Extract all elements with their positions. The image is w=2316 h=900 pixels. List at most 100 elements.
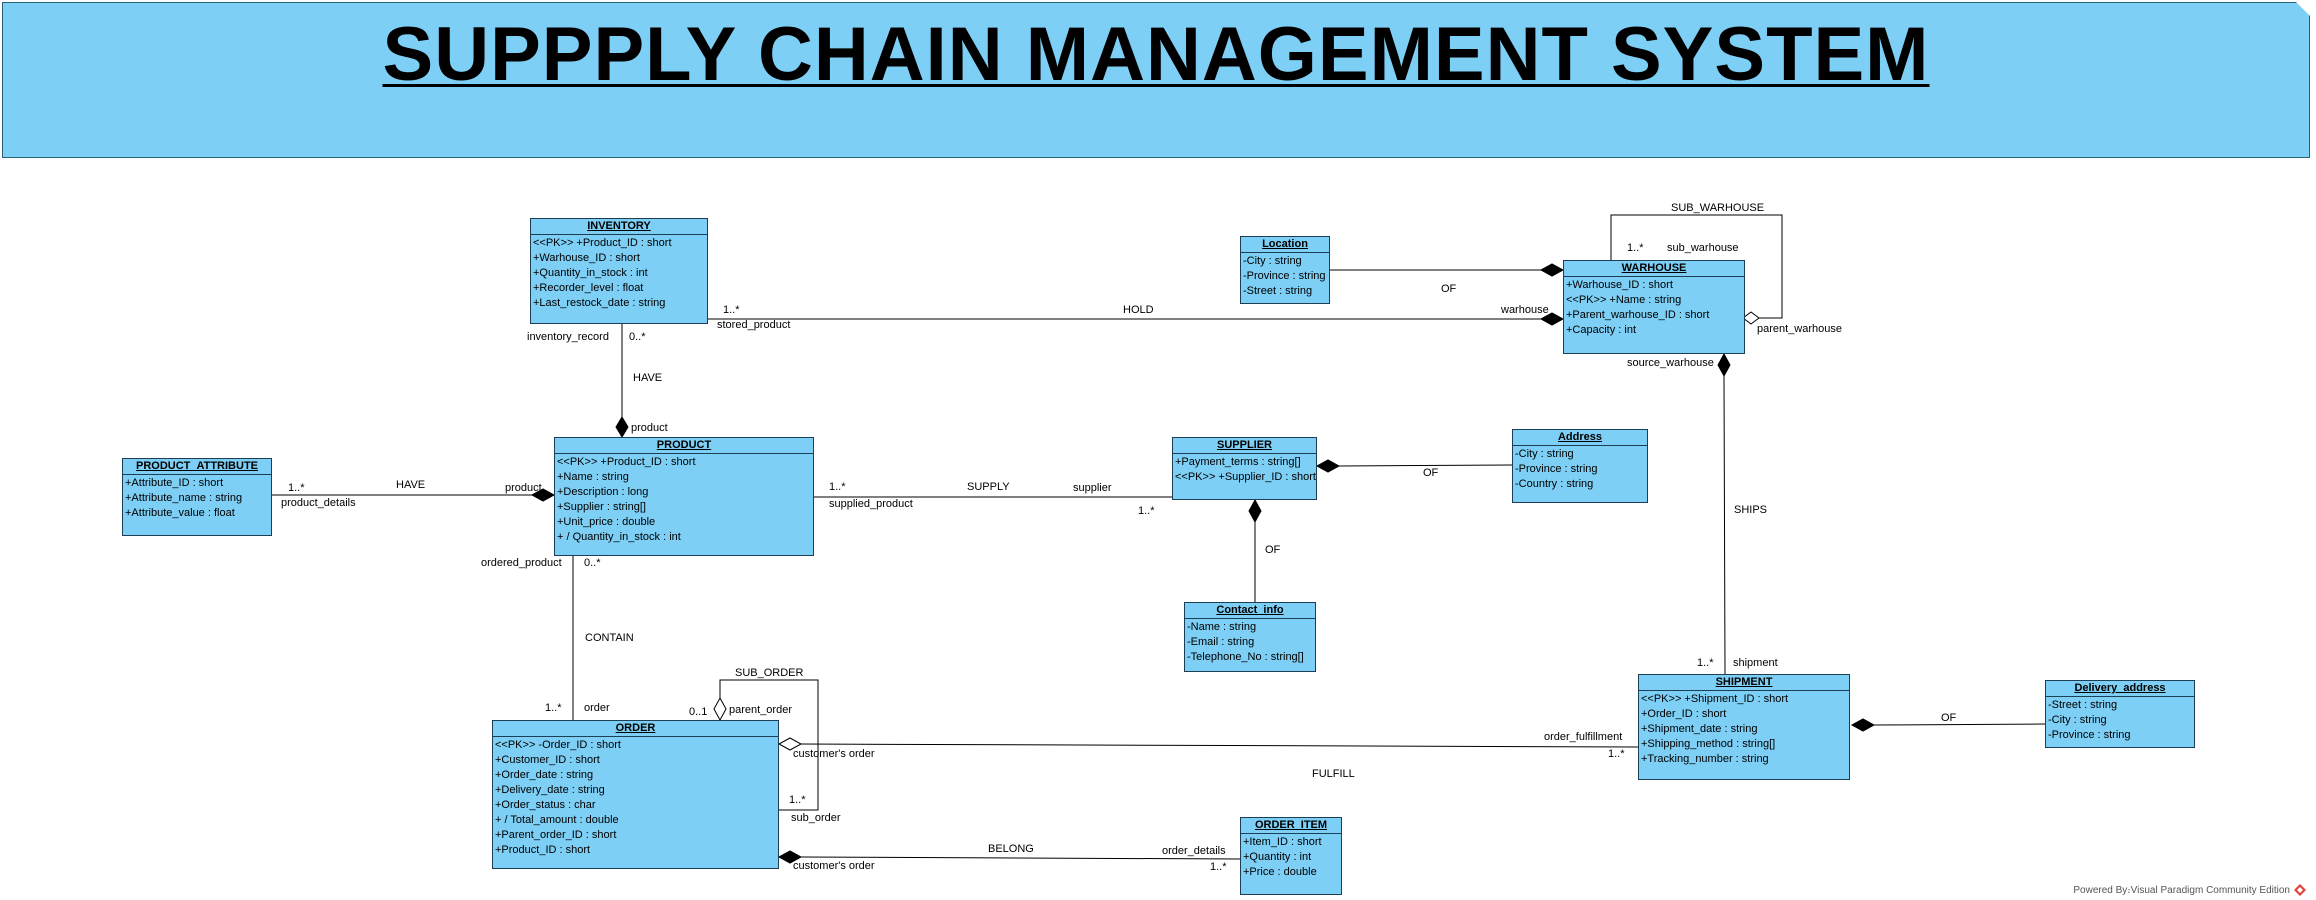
class-name: SHIPMENT	[1639, 675, 1849, 691]
class-name: WARHOUSE	[1564, 261, 1744, 277]
class-address[interactable]: Address -City : string -Province : strin…	[1512, 429, 1648, 503]
class-attribute: +Delivery_date : string	[495, 784, 605, 796]
contain-multiplicity: 0..*	[584, 557, 601, 569]
class-name: Address	[1513, 430, 1647, 446]
class-name: ORDER_ITEM	[1241, 818, 1341, 834]
class-attribute: <<PK>> +Product_ID : short	[533, 237, 672, 249]
ships-link[interactable]	[1723, 375, 1726, 675]
class-attribute: +Unit_price : double	[557, 516, 656, 528]
have-composition-diamond	[615, 416, 629, 438]
note-fold	[2296, 2, 2310, 16]
class-attribute: +Description : long	[557, 486, 649, 498]
class-attribute: <<PK>> -Order_ID : short	[495, 739, 621, 751]
class-warhouse[interactable]: WARHOUSE +Warhouse_ID : short <<PK>> +Na…	[1563, 260, 1745, 354]
class-attribute: +Order_date : string	[495, 769, 594, 781]
class-inventory[interactable]: INVENTORY <<PK>> +Product_ID : short +Wa…	[530, 218, 708, 324]
class-attribute: +Shipment_date : string	[1641, 723, 1758, 735]
supply-assoc-label: SUPPLY	[967, 481, 1010, 493]
class-shipment[interactable]: SHIPMENT <<PK>> +Shipment_ID : short +Or…	[1638, 674, 1850, 780]
fulfill-aggregation-diamond	[777, 737, 803, 751]
ships-composition-diamond	[1717, 352, 1731, 378]
class-product[interactable]: PRODUCT <<PK>> +Product_ID : short +Name…	[554, 437, 814, 556]
sub-warhouse-link[interactable]	[1610, 214, 1783, 319]
class-name: INVENTORY	[531, 219, 707, 235]
order-details-role-label: order_details	[1162, 845, 1226, 857]
class-attribute: -Province : string	[1515, 463, 1598, 475]
class-attribute: -Province : string	[2048, 729, 2131, 741]
class-order-item[interactable]: ORDER_ITEM +Item_ID : short +Quantity : …	[1240, 817, 1342, 895]
class-supplier[interactable]: SUPPLIER +Payment_terms : string[] <<PK>…	[1172, 437, 1317, 500]
class-attribute: +Last_restock_date : string	[533, 297, 666, 309]
product-attribute-multiplicity: 1..*	[288, 482, 305, 494]
class-attribute: +Parent_warhouse_ID : short	[1566, 309, 1710, 321]
delivery-shipment-link[interactable]	[1873, 723, 2046, 726]
class-attribute: -Telephone_No : string[]	[1187, 651, 1304, 663]
class-attribute: +Attribute_ID : short	[125, 477, 224, 489]
of-location-label: OF	[1441, 283, 1457, 295]
fulfill-multiplicity: 1..*	[1608, 748, 1625, 760]
class-attribute: +Order_ID : short	[1641, 708, 1727, 720]
class-attribute: -City : string	[2048, 714, 2107, 726]
class-order[interactable]: ORDER <<PK>> -Order_ID : short +Customer…	[492, 720, 779, 869]
class-name: Delivery_address	[2046, 681, 2194, 697]
fulfill-link[interactable]	[800, 743, 1639, 748]
supply-multiplicity: 1..*	[829, 481, 846, 493]
class-attribute: +Attribute_name : string	[125, 492, 243, 504]
class-attribute: -City : string	[1515, 448, 1574, 460]
sub-order-multiplicity: 1..*	[789, 794, 806, 806]
customers-order-role-label: customer's order	[793, 748, 875, 760]
class-attribute: +Customer_ID : short	[495, 754, 600, 766]
hold-multiplicity: 1..*	[723, 304, 740, 316]
class-attribute: -Street : string	[1243, 285, 1313, 297]
source-warhouse-role-label: source_warhouse	[1627, 357, 1714, 369]
supplied-product-role-label: supplied_product	[829, 498, 913, 510]
class-name: SUPPLIER	[1173, 438, 1316, 454]
have-assoc-label: HAVE	[633, 372, 663, 384]
customers-order-role-label-2: customer's order	[793, 860, 875, 872]
of-contact-label: OF	[1265, 544, 1281, 556]
address-composition-diamond	[1315, 459, 1341, 473]
class-attribute: +Quantity_in_stock : int	[533, 267, 648, 279]
class-attribute: + / Quantity_in_stock : int	[557, 531, 681, 543]
ships-assoc-label: SHIPS	[1734, 504, 1768, 516]
supplier-role-label: supplier	[1073, 482, 1112, 494]
have-multiplicity: 0..*	[629, 331, 646, 343]
parent-order-aggregation-diamond	[713, 696, 727, 722]
parent-warhouse-aggregation-diamond	[1742, 311, 1760, 325]
sub-order-assoc-label: SUB_ORDER	[735, 667, 804, 679]
class-attribute: -Province : string	[1243, 270, 1326, 282]
class-product-attribute[interactable]: PRODUCT_ATTRIBUTE +Attribute_ID : short …	[122, 458, 272, 536]
class-attribute: +Payment_terms : string[]	[1175, 456, 1301, 468]
ordered-product-role-label: ordered_product	[481, 557, 562, 569]
diagram-title-text: SUPPPLY CHAIN MANAGEMENT SYSTEM	[382, 12, 1930, 97]
class-attribute: -Country : string	[1515, 478, 1594, 490]
order-item-multiplicity: 1..*	[1210, 861, 1227, 873]
class-location[interactable]: Location -City : string -Province : stri…	[1240, 236, 1330, 304]
powered-by-footer: Powered By։Visual Paradigm Community Edi…	[2073, 884, 2306, 896]
parent-order-role-label: parent_order	[729, 704, 792, 716]
of-address-label: OF	[1423, 467, 1439, 479]
class-delivery-address[interactable]: Delivery_address -Street : string -City …	[2045, 680, 2195, 748]
class-attribute: +Recorder_level : float	[533, 282, 644, 294]
of-delivery-label: OF	[1941, 712, 1957, 724]
class-attribute: -City : string	[1243, 255, 1302, 267]
supplier-multiplicity: 1..*	[1138, 505, 1155, 517]
class-attribute: +Price : double	[1243, 866, 1317, 878]
class-attribute: +Parent_order_ID : short	[495, 829, 617, 841]
class-name: PRODUCT_ATTRIBUTE	[123, 459, 271, 475]
belong-link[interactable]	[800, 856, 1241, 860]
class-attribute: +Shipping_method : string[]	[1641, 738, 1776, 750]
address-supplier-link[interactable]	[1338, 464, 1513, 467]
class-attribute: -Street : string	[2048, 699, 2118, 711]
class-contact-info[interactable]: Contact_info -Name : string -Email : str…	[1184, 602, 1316, 672]
class-attribute: +Capacity : int	[1566, 324, 1637, 336]
class-attribute: <<PK>> +Product_ID : short	[557, 456, 696, 468]
sub-order-link[interactable]	[719, 679, 819, 811]
shipment-role-label: shipment	[1733, 657, 1778, 669]
belong-assoc-label: BELONG	[988, 843, 1034, 855]
class-name: PRODUCT	[555, 438, 813, 454]
class-name: Contact_info	[1185, 603, 1315, 619]
shipment-multiplicity: 1..*	[1697, 657, 1714, 669]
contact-composition-diamond	[1248, 498, 1262, 524]
